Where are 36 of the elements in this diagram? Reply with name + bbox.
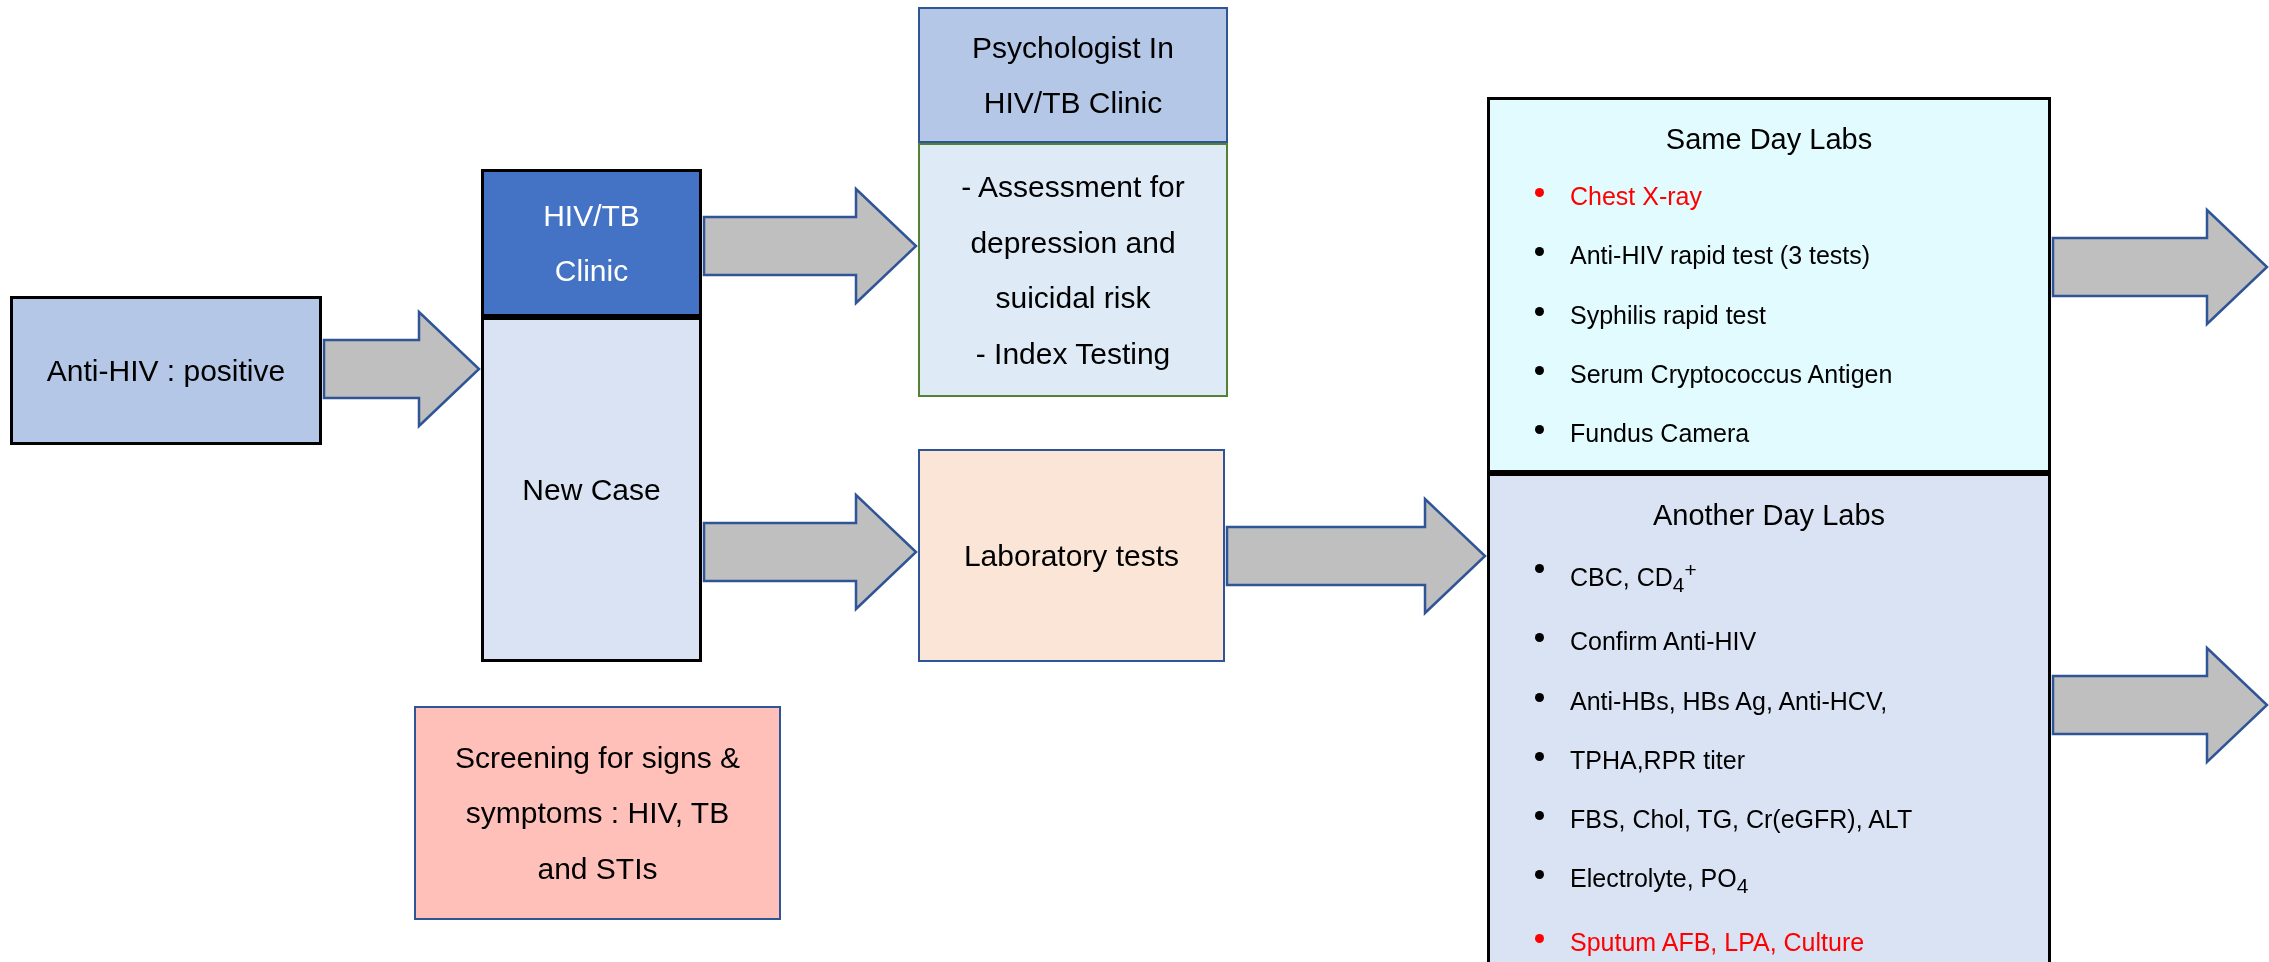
node-text: - Assessment for depression and suicidal risk (960, 169, 1186, 316)
block-arrow (322, 309, 481, 429)
list-item: Confirm Anti-HIV (1535, 626, 2028, 658)
list-item: FBS, Chol, TG, Cr(eGFR), ALT (1535, 804, 2028, 836)
list-item: Syphilis rapid test (1535, 299, 2028, 331)
block-arrow (702, 492, 918, 612)
process-box (918, 449, 1225, 662)
list-item: Fundus Camera (1535, 418, 2028, 450)
block-arrow (702, 186, 918, 306)
list-item: Anti-HBs, HBs Ag, Anti-HCV, (1535, 685, 2028, 717)
node-text: New Case (522, 471, 661, 508)
node-text: HIV/TB Clinic (542, 197, 641, 289)
list-heading: Another Day Labs (1651, 498, 1887, 533)
block-arrow (1225, 496, 1487, 616)
process-box (481, 317, 702, 662)
header-box (481, 169, 702, 317)
node-text: Laboratory tests (963, 537, 1180, 574)
list-item: Anti-HIV rapid test (3 tests) (1535, 240, 2028, 272)
list-box (1487, 473, 2051, 962)
node-text: Anti-HIV : positive (46, 352, 286, 389)
list-item: Sputum AFB, LPA, Culture (1535, 927, 2028, 959)
process-box (10, 296, 322, 445)
block-arrow (2051, 645, 2269, 765)
node-text: - Index Testing (975, 335, 1171, 372)
process-box (918, 143, 1228, 397)
header-box (918, 7, 1228, 143)
node-text: Psychologist In HIV/TB Clinic (971, 29, 1175, 121)
list-box (1487, 97, 2051, 473)
list-heading: Same Day Labs (1664, 122, 1874, 157)
list-item: Electrolyte, PO$_{4}$ (1535, 863, 2028, 900)
block-arrow (2051, 207, 2269, 327)
process-box (414, 706, 781, 920)
list-item: Chest X-ray (1535, 181, 2028, 213)
list-item: TPHA,RPR titer (1535, 744, 2028, 777)
node-text: Screening for signs & symptoms : HIV, TB and STIs (453, 739, 742, 887)
list-item: Serum Cryptococcus Antigen (1535, 358, 2028, 391)
